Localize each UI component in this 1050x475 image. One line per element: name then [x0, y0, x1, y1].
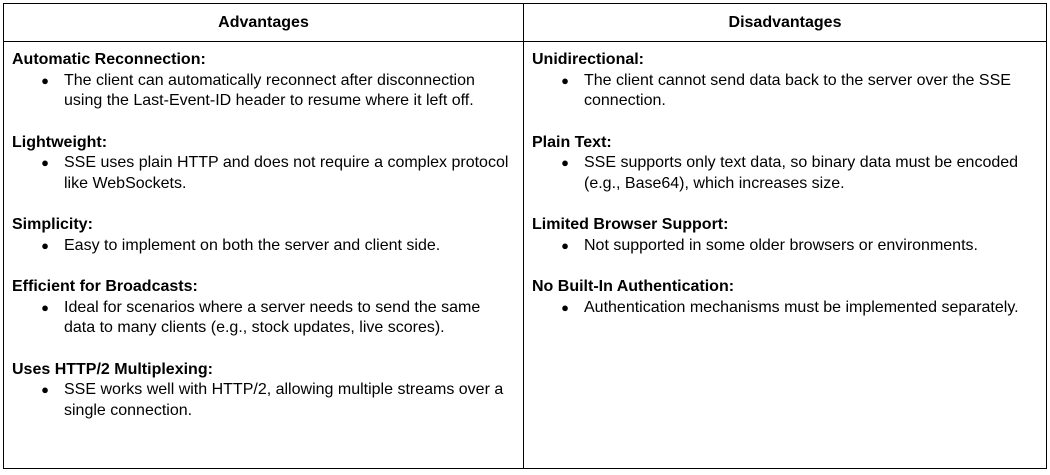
advantage-item: Simplicity: ● Easy to implement on both …: [12, 215, 515, 256]
disadvantage-bullet-list: ● Not supported in some older browsers o…: [532, 236, 1038, 257]
disadvantage-item: No Built-In Authentication: ● Authentica…: [532, 277, 1038, 318]
advantage-item: Efficient for Broadcasts: ● Ideal for sc…: [12, 277, 515, 339]
advantage-bullet-list: ● The client can automatically reconnect…: [12, 71, 515, 112]
advantage-bullet-text: Easy to implement on both the server and…: [64, 236, 441, 254]
advantage-title: Automatic Reconnection:: [12, 51, 206, 68]
advantage-item: Lightweight: ● SSE uses plain HTTP and d…: [12, 133, 515, 195]
disadvantage-bullet: ● Authentication mechanisms must be impl…: [532, 298, 1038, 319]
bullet-dot-icon: ●: [41, 155, 49, 170]
advantage-title: Efficient for Broadcasts:: [12, 278, 198, 295]
bullet-dot-icon: ●: [41, 237, 49, 253]
advantage-bullet-text: The client can automatically reconnect a…: [64, 71, 475, 110]
advantage-bullet-text: SSE uses plain HTTP and does not require…: [64, 154, 509, 192]
disadvantage-item: Plain Text: ● SSE supports only text dat…: [532, 133, 1038, 195]
disadvantage-title: Plain Text:: [532, 133, 612, 151]
advantage-bullet-list: ● SSE uses plain HTTP and does not requi…: [12, 153, 515, 194]
comparison-table: Advantages Disadvantages Automatic Recon…: [3, 3, 1047, 469]
advantage-bullet-list: ● Easy to implement on both the server a…: [12, 236, 515, 257]
advantage-bullet: ● The client can automatically reconnect…: [12, 71, 515, 112]
advantage-title: Simplicity:: [12, 216, 93, 233]
advantage-bullet: ● SSE works well with HTTP/2, allowing m…: [12, 380, 515, 421]
disadvantage-bullet-list: ● The client cannot send data back to th…: [532, 71, 1038, 112]
disadvantage-item: Unidirectional: ● The client cannot send…: [532, 50, 1038, 112]
advantage-item: Automatic Reconnection: ● The client can…: [12, 50, 515, 112]
disadvantage-bullet-text: The client cannot send data back to the …: [584, 71, 1011, 110]
advantage-bullet: ● SSE uses plain HTTP and does not requi…: [12, 153, 515, 194]
advantage-bullet-text: Ideal for scenarios where a server needs…: [64, 298, 481, 337]
advantage-item: Uses HTTP/2 Multiplexing: ● SSE works we…: [12, 360, 515, 422]
disadvantages-cell: Unidirectional: ● The client cannot send…: [523, 41, 1047, 469]
bullet-dot-icon: ●: [41, 382, 49, 397]
disadvantage-item: Limited Browser Support: ● Not supported…: [532, 215, 1038, 256]
bullet-dot-icon: ●: [561, 155, 569, 170]
disadvantages-header: Disadvantages: [523, 3, 1047, 42]
advantage-bullet: ● Easy to implement on both the server a…: [12, 236, 515, 257]
disadvantage-bullet: ● The client cannot send data back to th…: [532, 71, 1038, 112]
disadvantage-bullet: ● Not supported in some older browsers o…: [532, 236, 1038, 257]
disadvantage-bullet-text: Authentication mechanisms must be implem…: [584, 298, 1019, 316]
header-row: Advantages Disadvantages: [3, 3, 1047, 42]
bullet-dot-icon: ●: [561, 72, 569, 88]
disadvantage-bullet-text: SSE supports only text data, so binary d…: [584, 154, 1019, 192]
advantages-cell: Automatic Reconnection: ● The client can…: [3, 41, 524, 469]
disadvantage-title: Unidirectional:: [532, 51, 645, 68]
disadvantage-title: Limited Browser Support:: [532, 216, 729, 233]
advantages-header: Advantages: [3, 3, 524, 42]
advantage-bullet-list: ● SSE works well with HTTP/2, allowing m…: [12, 380, 515, 421]
advantage-bullet-list: ● Ideal for scenarios where a server nee…: [12, 298, 515, 339]
advantage-bullet: ● Ideal for scenarios where a server nee…: [12, 298, 515, 339]
disadvantage-bullet-text: Not supported in some older browsers or …: [584, 236, 978, 254]
advantage-bullet-text: SSE works well with HTTP/2, allowing mul…: [64, 381, 504, 419]
disadvantage-bullet: ● SSE supports only text data, so binary…: [532, 153, 1038, 194]
bullet-dot-icon: ●: [41, 72, 49, 88]
advantage-title: Uses HTTP/2 Multiplexing:: [12, 360, 213, 378]
bullet-dot-icon: ●: [561, 299, 569, 315]
disadvantage-bullet-list: ● SSE supports only text data, so binary…: [532, 153, 1038, 194]
disadvantage-bullet-list: ● Authentication mechanisms must be impl…: [532, 298, 1038, 319]
disadvantage-title: No Built-In Authentication:: [532, 278, 735, 295]
bullet-dot-icon: ●: [41, 299, 49, 315]
advantage-title: Lightweight:: [12, 133, 108, 151]
content-row: Automatic Reconnection: ● The client can…: [3, 41, 1047, 469]
comparison-table-container: Advantages Disadvantages Automatic Recon…: [3, 3, 1047, 469]
bullet-dot-icon: ●: [561, 237, 569, 253]
